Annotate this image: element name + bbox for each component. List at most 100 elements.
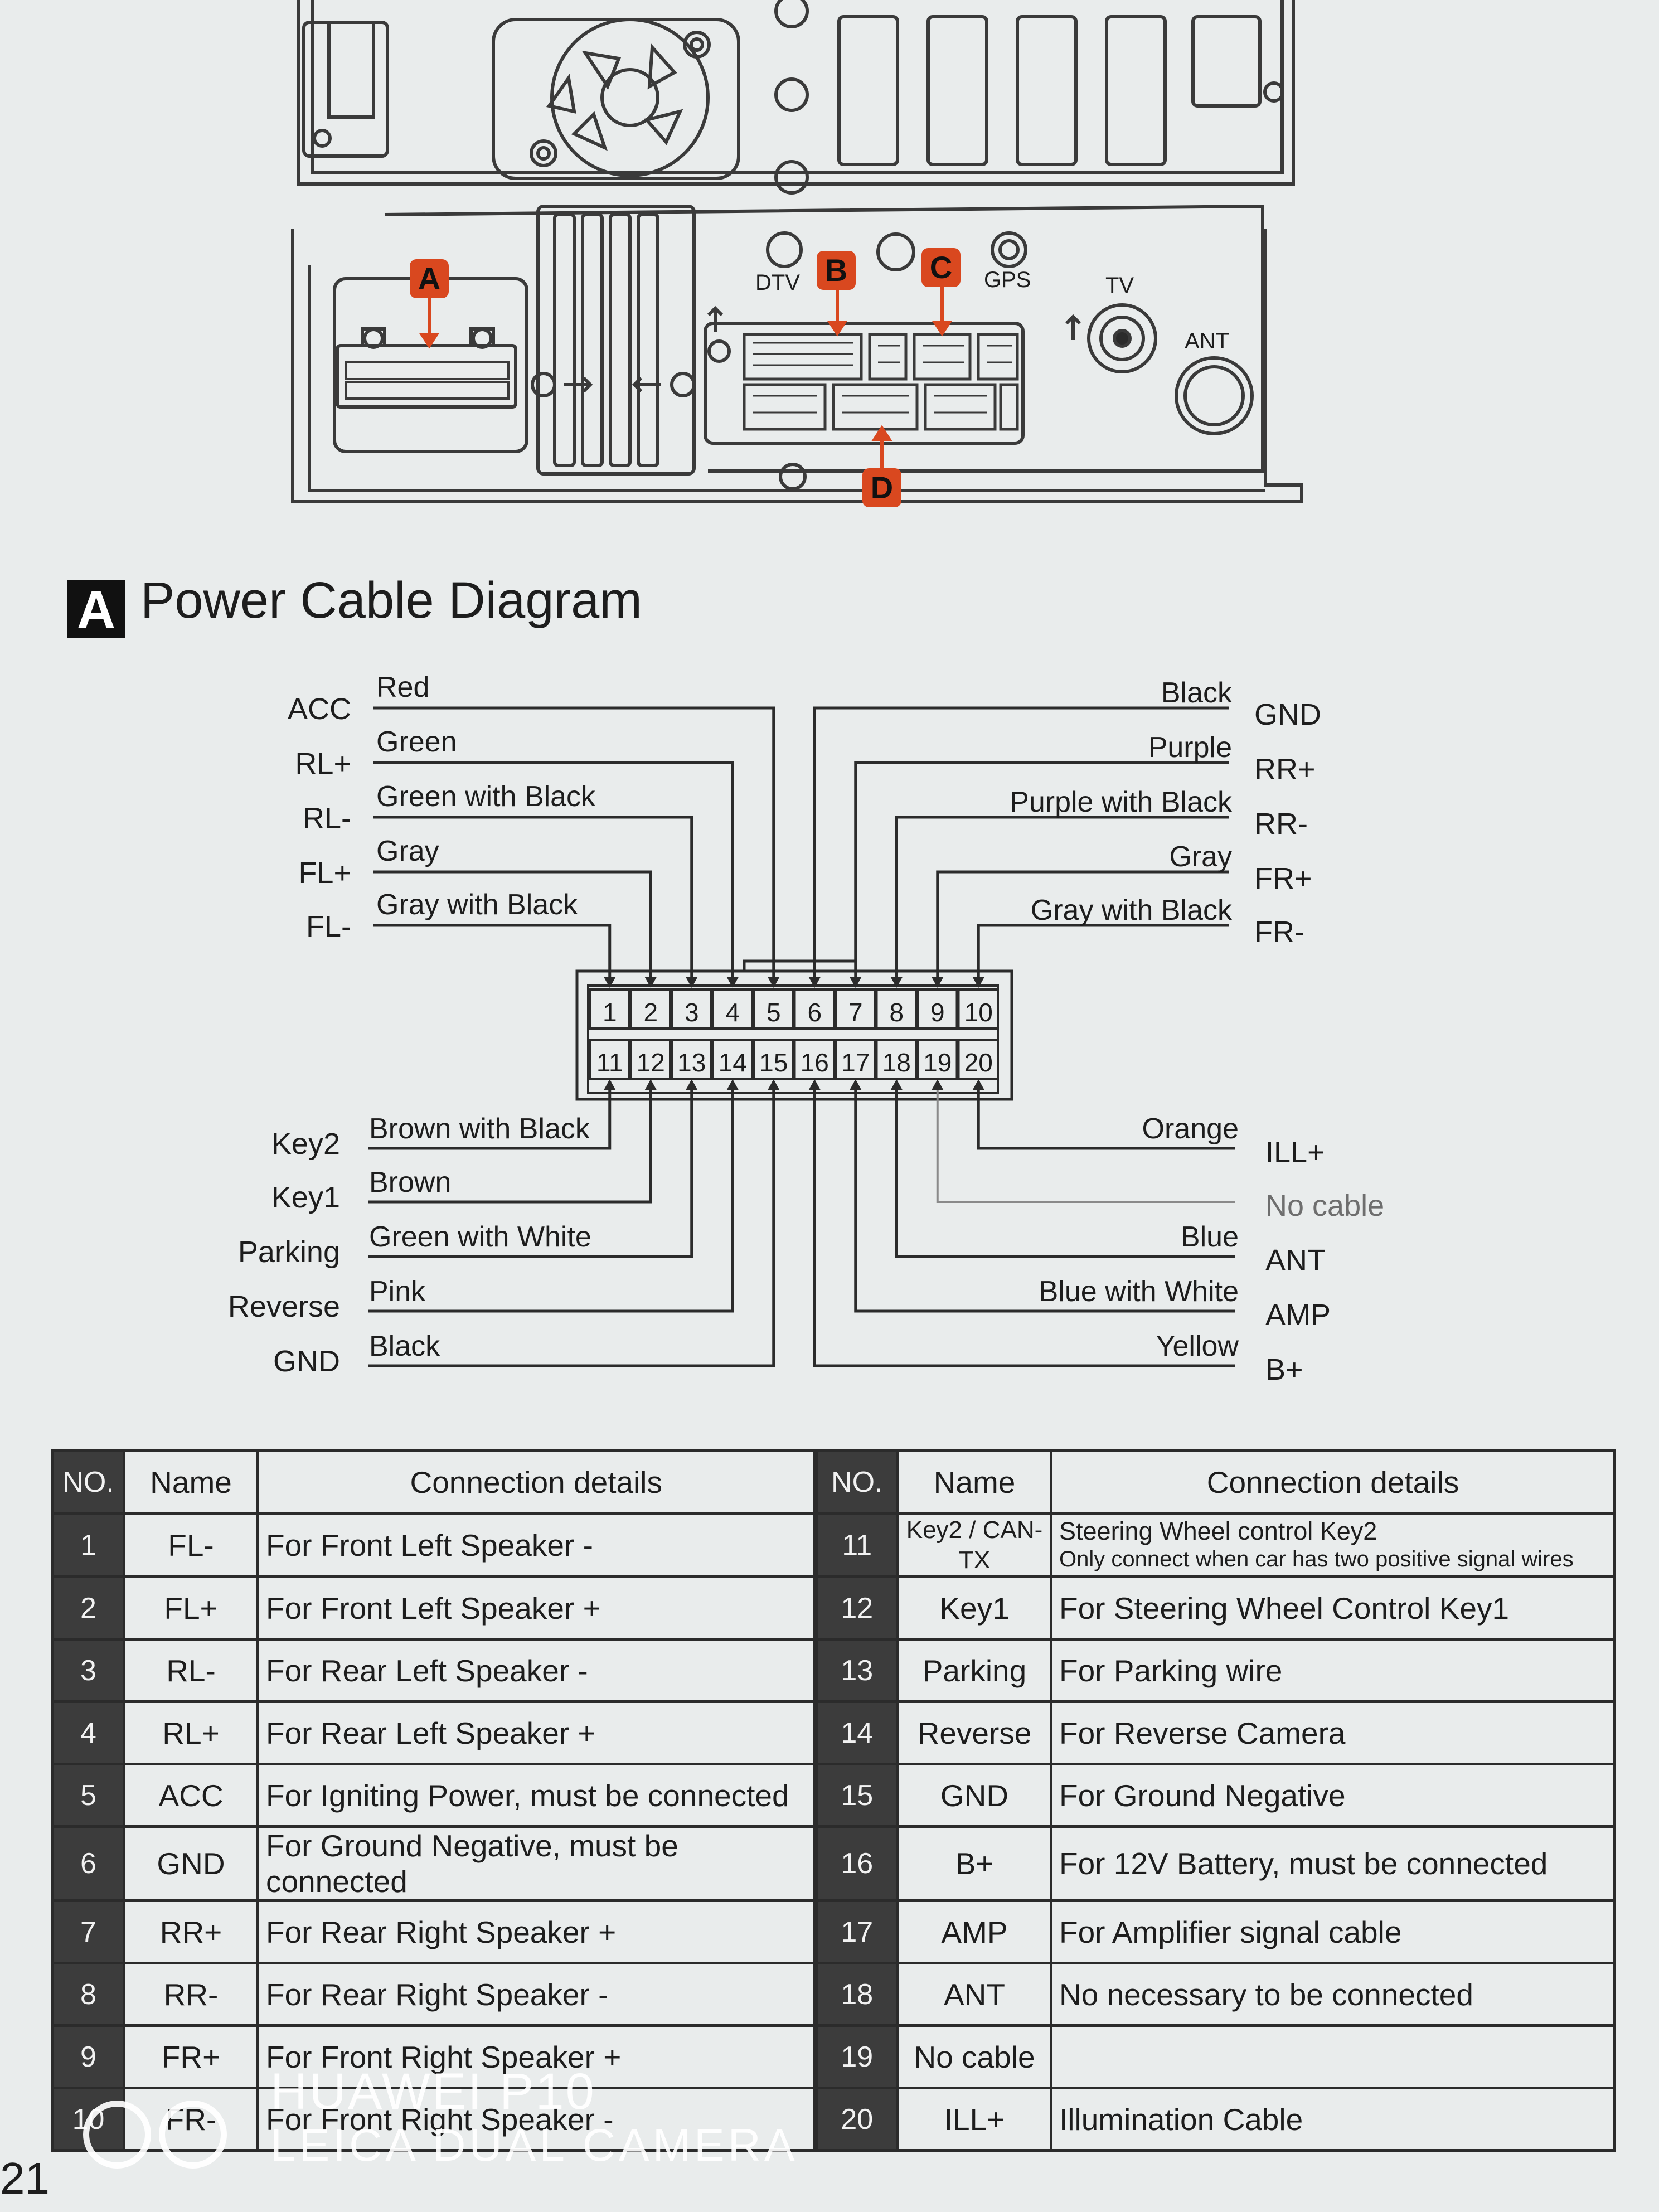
col-header-name: Name	[123, 1449, 259, 1515]
marker-d: D	[862, 468, 901, 507]
wire-signal-label: RL+	[295, 747, 351, 780]
wire	[373, 761, 734, 986]
wire-color-label: Red	[376, 671, 429, 704]
wire	[854, 761, 1229, 986]
pin-number-top: 5	[767, 998, 781, 1027]
pin-cell	[957, 988, 999, 1030]
pin-detail: For Front Left Speaker +	[256, 1575, 817, 1641]
page-number: 21	[0, 2153, 50, 2203]
wire	[854, 1081, 1235, 1313]
pin-number: 16	[813, 1825, 899, 1902]
pin-number-top: 4	[725, 998, 740, 1027]
pin-cell	[711, 1039, 753, 1080]
pin-detail: For Reverse Camera	[1050, 1700, 1616, 1765]
pin-cell	[835, 1039, 876, 1080]
pin-number: 5	[51, 1763, 125, 1828]
wire-color-label: Blue	[1181, 1221, 1239, 1253]
pin-detail: For Igniting Power, must be connected	[256, 1763, 817, 1828]
pin-name: Key1	[896, 1575, 1052, 1641]
pin-name: RL+	[123, 1700, 259, 1765]
arrow-icon	[644, 1079, 657, 1090]
wire-signal-label: ILL+	[1265, 1136, 1325, 1169]
pin-cell	[753, 1039, 794, 1080]
wire	[368, 1081, 612, 1150]
pin-detail: For Rear Right Speaker +	[256, 1899, 817, 1964]
pin-number-top: 8	[889, 998, 904, 1027]
wire	[977, 1081, 1235, 1150]
pin-name: GND	[896, 1763, 1052, 1828]
wire-signal-label: RR-	[1254, 807, 1308, 841]
wire	[368, 1081, 775, 1367]
pin-cell	[916, 988, 958, 1030]
wire-color-label: Brown	[369, 1166, 451, 1199]
pin-number-bottom: 13	[677, 1048, 706, 1077]
pin-table: NO. Name Connection details NO. Name Con…	[51, 1449, 1616, 2152]
wire-signal-label: RL-	[303, 802, 351, 835]
arrow-icon	[849, 977, 862, 988]
pin-number-top: 7	[848, 998, 863, 1027]
pin-name: GND	[123, 1825, 259, 1902]
pin-number: 14	[813, 1700, 899, 1765]
wire	[373, 706, 775, 986]
wire	[977, 924, 1229, 986]
pin-number-top: 2	[643, 998, 658, 1027]
wire-color-label: Green	[376, 726, 457, 758]
pin-cell	[916, 1039, 958, 1080]
pin-number: 7	[51, 1899, 125, 1964]
wire-color-label: Brown with Black	[369, 1113, 590, 1145]
arrow-icon	[603, 977, 616, 988]
pin-number-bottom: 15	[759, 1048, 788, 1077]
pin-detail: No necessary to be connected	[1050, 1962, 1616, 2027]
pin-detail-note: Only connect when car has two positive s…	[1059, 1547, 1574, 1571]
wire-signal-label: AMP	[1265, 1298, 1331, 1332]
wire-color-label: Purple with Black	[1010, 786, 1233, 818]
arrow-icon	[644, 977, 657, 988]
pin-number-bottom: 16	[801, 1048, 829, 1077]
wire-signal-label: FR-	[1254, 915, 1304, 949]
wire	[368, 1081, 652, 1204]
arrow-icon	[808, 1079, 821, 1090]
pin-detail: For Amplifier signal cable	[1050, 1899, 1616, 1964]
pin-number-top: 10	[964, 998, 993, 1027]
pin-cell	[671, 1039, 712, 1080]
pin-name: RR+	[123, 1899, 259, 1964]
col-header-no-2: NO.	[813, 1449, 899, 1515]
wire-signal-label: Reverse	[228, 1290, 340, 1323]
wire	[936, 870, 1229, 986]
watermark-ring-icon	[159, 2101, 227, 2169]
col-header-no: NO.	[51, 1449, 125, 1515]
arrow-icon	[767, 1079, 780, 1090]
arrow-icon	[808, 977, 821, 988]
wire	[936, 1081, 1235, 1203]
pin-detail: For Rear Right Speaker -	[256, 1962, 817, 2027]
wire-color-label: Gray	[376, 835, 439, 867]
wire-color-label: Blue with White	[1039, 1275, 1239, 1308]
tv-label: TV	[1105, 273, 1134, 298]
pin-number-bottom: 11	[596, 1048, 623, 1077]
pin-number-bottom: 19	[923, 1048, 952, 1077]
wire-color-label: Gray with Black	[1031, 894, 1233, 926]
wire-color-label: Purple	[1148, 731, 1232, 764]
pin-number: 17	[813, 1899, 899, 1964]
pin-cell	[629, 1039, 671, 1080]
arrow-icon	[972, 977, 985, 988]
wire-color-label: Black	[369, 1330, 440, 1362]
pin-detail: For Rear Left Speaker -	[256, 1638, 817, 1703]
pin-name: AMP	[896, 1899, 1052, 1964]
marker-c: C	[921, 248, 961, 287]
wire	[373, 816, 693, 986]
pin-cell	[589, 1039, 630, 1080]
pin-cell	[629, 988, 671, 1030]
pin-number: 11	[813, 1512, 899, 1578]
wire-signal-label: Key1	[271, 1181, 340, 1214]
pin-number: 6	[51, 1825, 125, 1902]
pin-name: Key2 / CAN-TX	[896, 1512, 1052, 1578]
tv-port-icon	[1087, 303, 1157, 373]
pin-detail: For Steering Wheel Control Key1	[1050, 1575, 1616, 1641]
pin-detail: Illumination Cable	[1050, 2087, 1616, 2152]
pin-detail: For Front Right Speaker -	[256, 2087, 817, 2152]
